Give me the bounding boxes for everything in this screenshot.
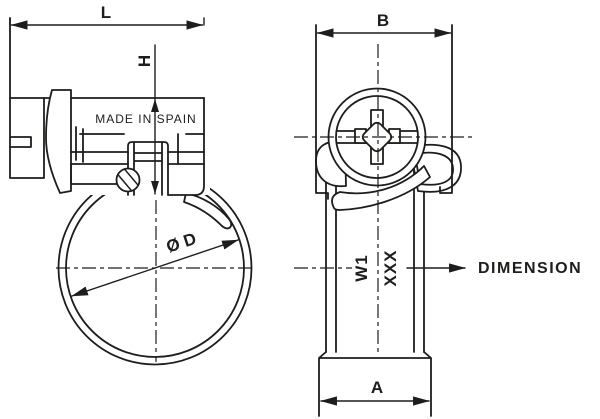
band-width-marking: W1 [352, 254, 371, 282]
side-view: MADE IN SPAIN H Ø D L [4, 3, 253, 366]
dim-L-extensions [9, 17, 205, 26]
dim-D-arrow [71, 239, 239, 297]
phillips-recess [335, 109, 419, 165]
bridge-clip [127, 141, 169, 196]
dim-H: H [135, 44, 159, 195]
dim-B: B [316, 11, 452, 38]
dim-B-label: B [377, 11, 389, 30]
dim-H-arrow-up [151, 99, 159, 112]
dim-L: L [9, 3, 205, 30]
size-code-marking: XXX [381, 249, 400, 286]
dim-A: A [320, 378, 430, 406]
band-crossover [331, 165, 431, 211]
screw-tip-circle [115, 167, 141, 193]
screw-flange [45, 89, 72, 194]
dim-L-label: L [101, 3, 111, 22]
dimension-callout: DIMENSION [406, 260, 582, 277]
callout-label: DIMENSION [478, 260, 582, 277]
band-free-end [183, 192, 233, 230]
dim-H-label: H [135, 55, 154, 67]
dim-H-arrow-down [151, 181, 159, 194]
foot-block [318, 351, 432, 417]
band-strip-edges [325, 159, 425, 353]
housing-foot-left [70, 163, 118, 185]
made-in-marking: MADE IN SPAIN [95, 112, 196, 126]
housing-right-edge [167, 97, 205, 196]
housing-front-outline [315, 24, 453, 200]
screw-head-slotted [9, 17, 45, 179]
band-and-shaft-lines [70, 133, 205, 165]
dim-A-label: A [371, 378, 383, 397]
front-view: DIMENSION W1 XXX B A [294, 11, 582, 417]
